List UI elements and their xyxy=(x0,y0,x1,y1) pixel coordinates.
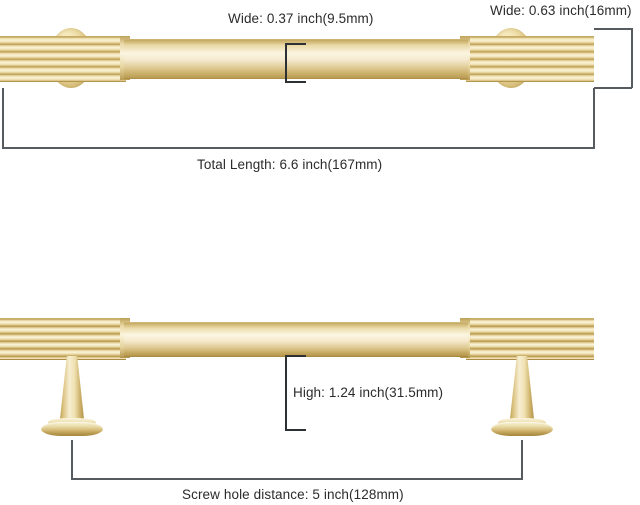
end-width-tick-bottom xyxy=(594,87,632,89)
handle-top-view xyxy=(0,27,596,89)
center-bar-side xyxy=(124,322,468,357)
center-width-label: Wide: 0.37 inch(9.5mm) xyxy=(228,11,374,26)
base-flange-right xyxy=(491,422,553,436)
handle-side-view xyxy=(0,318,596,438)
fluted-end-left-side xyxy=(0,318,126,360)
screw-distance-label: Screw hole distance: 5 inch(128mm) xyxy=(182,487,404,502)
center-bar-top xyxy=(124,39,468,79)
total-length-line xyxy=(2,147,594,149)
total-length-label: Total Length: 6.6 inch(167mm) xyxy=(197,157,383,172)
fluted-end-right-side xyxy=(466,318,594,360)
center-width-tick-bottom xyxy=(285,81,306,83)
height-tick-top xyxy=(285,355,306,357)
center-width-tick-top xyxy=(285,43,306,45)
end-width-tick-top xyxy=(594,28,632,30)
center-width-leg xyxy=(285,43,287,82)
screw-distance-leg-right xyxy=(521,440,523,480)
fluted-end-left xyxy=(0,36,126,82)
base-flange-left xyxy=(41,422,103,436)
screw-distance-leg-left xyxy=(71,440,73,480)
height-label: High: 1.24 inch(31.5mm) xyxy=(293,385,444,400)
screw-distance-line xyxy=(71,478,522,480)
end-width-leg xyxy=(631,28,633,88)
total-length-leg-right xyxy=(593,88,595,149)
end-width-label: Wide: 0.63 inch(16mm) xyxy=(490,3,632,18)
height-leg xyxy=(285,355,287,431)
total-length-leg-left xyxy=(2,88,4,149)
fluted-end-right xyxy=(466,36,594,82)
height-tick-bottom xyxy=(285,429,306,431)
